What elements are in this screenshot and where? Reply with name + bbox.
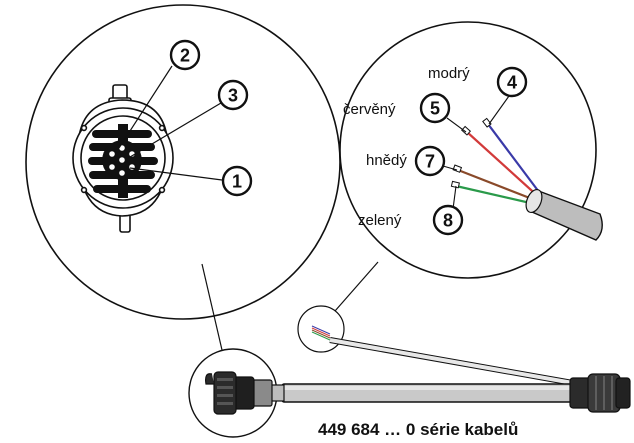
wire-label: červěný	[343, 101, 396, 118]
wire-label: modrý	[428, 65, 470, 82]
wire-red	[465, 130, 543, 201]
callout-number: 4	[507, 73, 517, 93]
wire-magnifier-circle	[339, 21, 597, 279]
wire-green	[454, 184, 541, 207]
connector-face-drawing	[72, 84, 174, 233]
right-connector-plug	[569, 373, 631, 413]
wire-detail: modrý 4 červěný 5 hnědý 7 zelený 8	[339, 21, 603, 279]
wire-label: zelený	[358, 212, 402, 229]
wire-callout-brown: hnědý 7	[366, 145, 446, 177]
cable-series-caption: 449 684 … 0 série kabelů	[318, 420, 518, 439]
callout-number: 8	[443, 211, 453, 231]
connector-detail: 2 3 1	[25, 4, 341, 320]
left-connector-plug	[205, 371, 285, 415]
wire-callout-red: červěný 5	[343, 92, 451, 124]
callout-number: 3	[228, 86, 238, 106]
callout-1: 1	[221, 165, 253, 197]
wire-label: hnědý	[366, 152, 407, 169]
callout-number: 1	[232, 172, 242, 192]
cable-assembly	[188, 305, 631, 438]
wire-blue	[486, 122, 544, 198]
callout-3: 3	[217, 79, 249, 111]
callout-number: 2	[180, 46, 190, 66]
wire-callout-blue: modrý 4	[428, 65, 528, 98]
callout-2: 2	[169, 39, 201, 71]
small-lens-circle	[297, 305, 345, 353]
wire-callout-green: zelený 8	[358, 204, 464, 236]
callout-number: 5	[430, 99, 440, 119]
callout-number: 7	[425, 152, 435, 172]
wire-brown	[456, 168, 542, 204]
